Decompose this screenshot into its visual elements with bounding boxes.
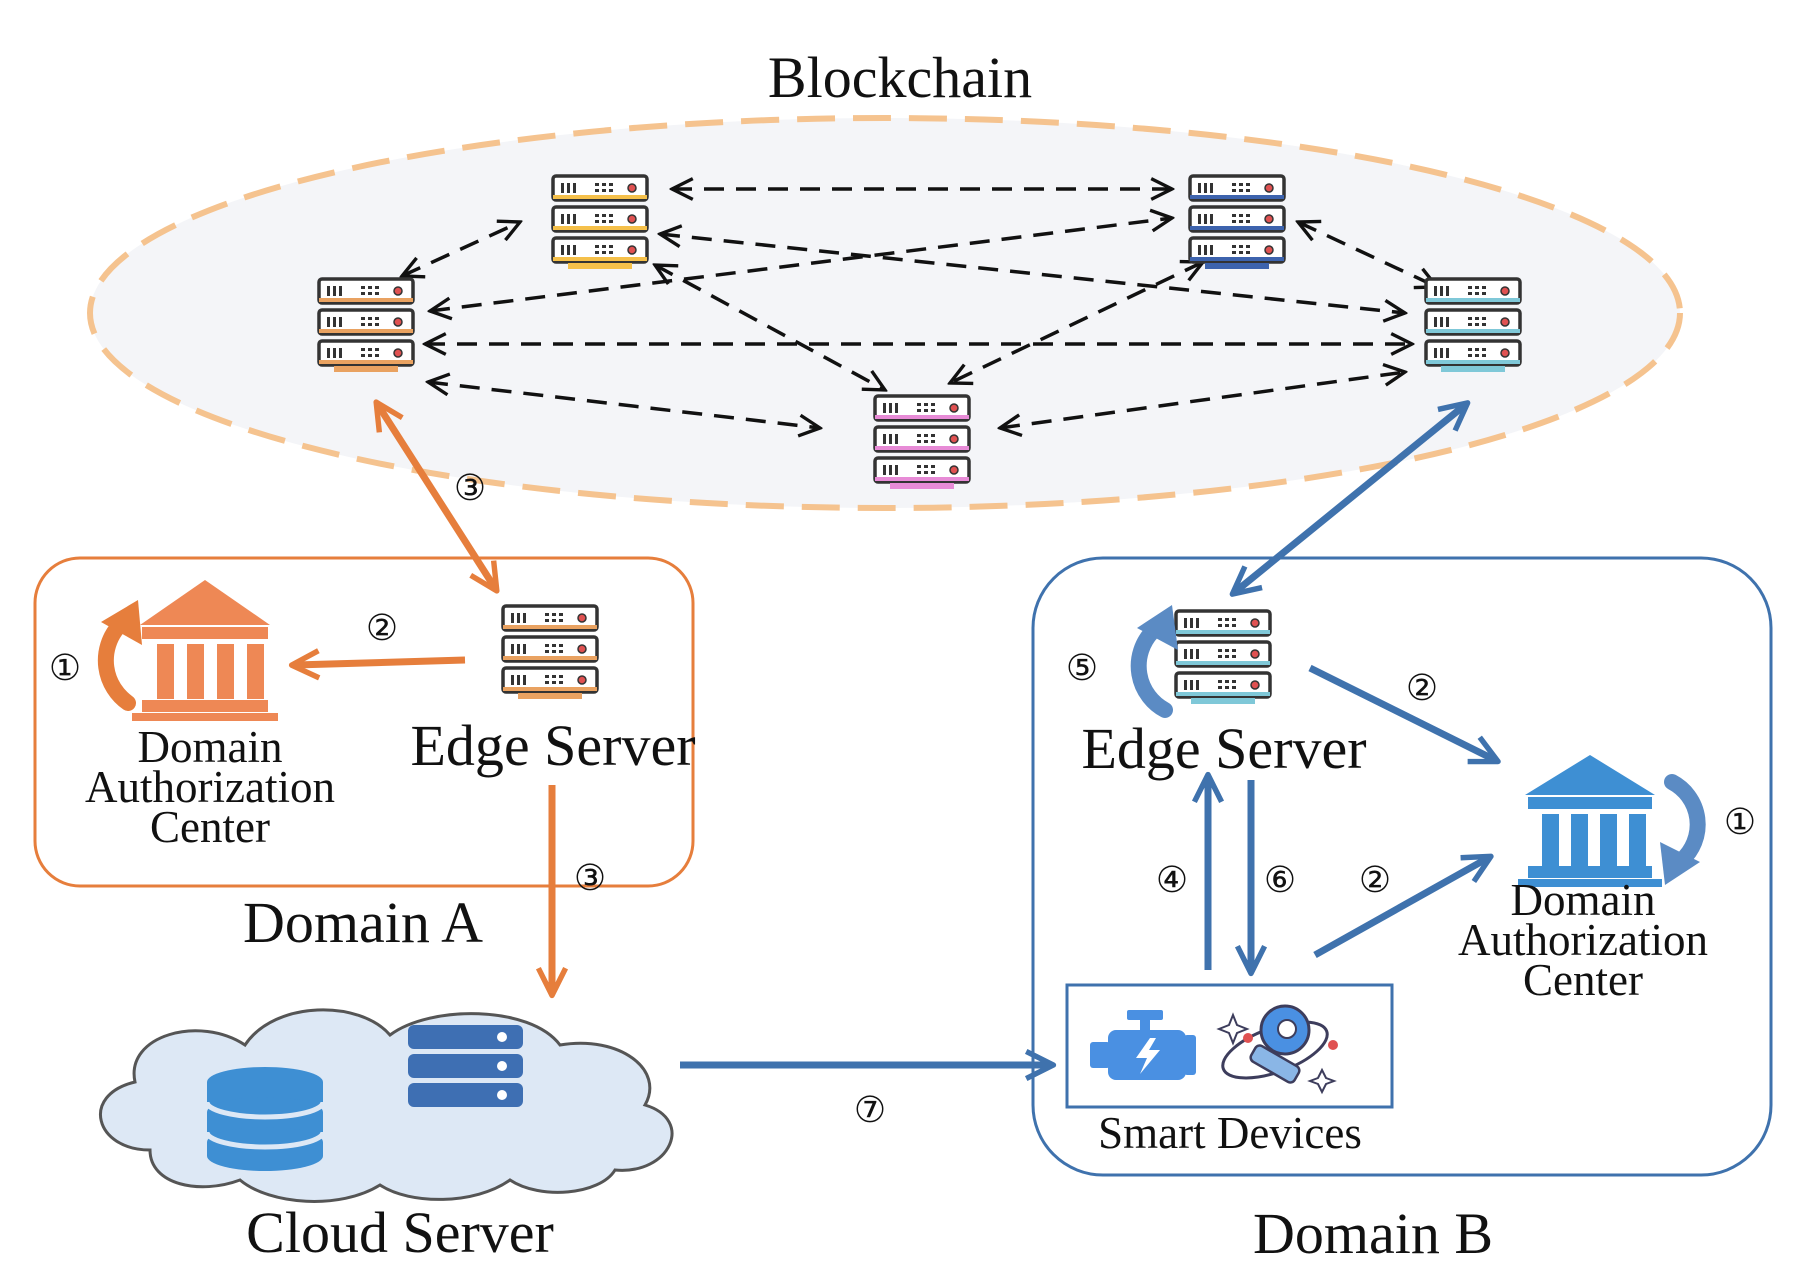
- domain-b-step-1: ①: [1724, 802, 1756, 843]
- database-icon: [204, 1067, 326, 1171]
- domain-a-cycle-arrowhead: [101, 600, 142, 645]
- arrow-a-edge-blockchain: [373, 399, 500, 594]
- domain-b-step-2-top: ②: [1406, 668, 1438, 709]
- domain-b-label: Domain B: [1253, 1201, 1493, 1264]
- domain-b-step-5: ⑤: [1066, 648, 1098, 689]
- blockchain-node-top-left: [551, 174, 649, 271]
- arrow-b-edge-to-dac: [1308, 664, 1501, 765]
- blockchain-title: Blockchain: [768, 45, 1032, 110]
- cloud-icon: [99, 1008, 674, 1203]
- domain-a-edge-server-label: Edge Server: [410, 713, 695, 778]
- blockchain-node-bottom: [873, 394, 971, 491]
- domain-b-bank-icon: [1518, 755, 1662, 887]
- domain-b-edge-server-label: Edge Server: [1081, 716, 1366, 781]
- cloud-server-label: Cloud Server: [246, 1200, 554, 1264]
- blockchain-node-right: [1424, 277, 1522, 374]
- p2p-links: [402, 189, 1437, 428]
- engine-icon: [1090, 1010, 1196, 1080]
- robot-arm-icon: [1216, 1004, 1338, 1095]
- domain-b-dac-line2: Authorization: [1458, 915, 1708, 965]
- domain-b-step-6: ⑥: [1264, 860, 1296, 901]
- blockchain-node-top-right: [1188, 174, 1286, 271]
- domain-a-cycle-icon: [97, 619, 136, 711]
- step-7: ⑦: [854, 1090, 886, 1131]
- cloud-server-rack-icon: [408, 1025, 523, 1107]
- domain-a-step-1: ①: [49, 648, 81, 689]
- domain-b-dac-cycle-arrowhead: [1660, 842, 1700, 885]
- domain-a-dac-line1: Domain: [138, 722, 283, 772]
- arrow-b-devices-to-dac: [1313, 853, 1494, 959]
- domain-a-edge-server-icon: [501, 604, 599, 701]
- domain-b-step-4: ④: [1156, 860, 1188, 901]
- domain-a-box: [33, 556, 695, 888]
- domain-b-edge-server-icon: [1174, 609, 1272, 706]
- domain-b-edge-cycle-arrowhead: [1137, 605, 1178, 650]
- domain-a-bank-icon: [132, 580, 278, 721]
- domain-b-dac-cycle-icon: [1664, 774, 1706, 868]
- domain-b-dac-line3: Center: [1523, 955, 1643, 1005]
- arrow-a-edge-to-dac: [288, 648, 466, 681]
- blockchain-node-left: [317, 277, 415, 374]
- domain-a-step-3-bottom: ③: [574, 858, 606, 899]
- domain-a-dac-line3: Center: [150, 802, 270, 852]
- domain-a-dac-line2: Authorization: [85, 762, 335, 812]
- domain-b-edge-cycle-icon: [1130, 624, 1173, 718]
- domain-a-step-3-top: ③: [454, 468, 486, 509]
- smart-devices-label: Smart Devices: [1098, 1108, 1362, 1158]
- domain-a-step-2: ②: [366, 608, 398, 649]
- arrow-b-edge-blockchain: [1229, 400, 1471, 597]
- domain-b-dac-line1: Domain: [1511, 875, 1656, 925]
- domain-b-step-2-bottom: ②: [1359, 860, 1391, 901]
- domain-a-label: Domain A: [243, 890, 483, 955]
